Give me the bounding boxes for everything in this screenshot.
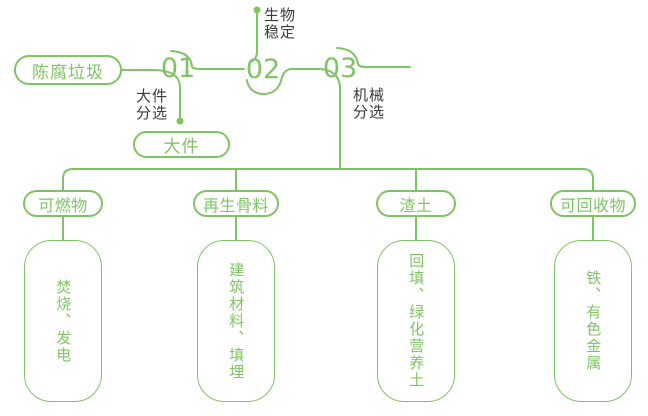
arc-step03-outgoing [336,47,411,68]
branch-detail-text: 铁、有色金属 [584,270,603,372]
node-bulky-items: 大件 [133,131,230,158]
branch-detail-text: 焚烧、发电 [54,278,73,364]
branch-header-label: 再生骨料 [202,195,269,215]
branch-header-label: 渣土 [399,195,433,215]
branch-header-recyclables: 可回收物 [550,190,636,217]
branch-header-recycled-aggregate: 再生骨料 [193,190,279,217]
arc-step02-to-step03 [246,68,321,96]
branch-header-combustibles: 可燃物 [23,190,103,217]
step-number-01: 01 [160,53,196,84]
node-bulky-items-label: 大件 [163,137,200,157]
step-number-02: 02 [245,54,281,85]
branch-detail-text: 回填、绿化营养土 [407,253,426,389]
branch-detail-slag-soil: 回填、绿化营养土 [377,240,455,402]
branch-detail-combustibles: 焚烧、发电 [24,240,102,402]
bio-node-dot [253,6,261,14]
arc-step01-to-step02 [170,50,245,70]
node-source-label: 陈腐垃圾 [32,62,104,83]
drop-step01-to-bulky [150,69,181,118]
label-mechanical-sorting: 机械 分选 [353,86,386,121]
branch-detail-text: 建筑材料、填埋 [227,261,246,381]
distribution-line [62,168,594,191]
riser-step02-bio [249,13,258,63]
branch-header-label: 可燃物 [38,195,88,215]
step-number-03: 03 [322,53,358,84]
drop-step03-to-distribution [319,68,341,170]
branch-header-label: 可回收物 [559,195,626,215]
label-bio-stabilization: 生物 稳定 [264,6,297,41]
bulky-node-dot [176,117,184,125]
branch-header-slag-soil: 渣土 [376,190,456,217]
branch-detail-recycled-aggregate: 建筑材料、填埋 [197,240,275,402]
label-bulky-sorting: 大件 分选 [135,87,168,122]
branch-detail-recyclables: 铁、有色金属 [554,240,632,402]
node-source: 陈腐垃圾 [14,55,122,85]
